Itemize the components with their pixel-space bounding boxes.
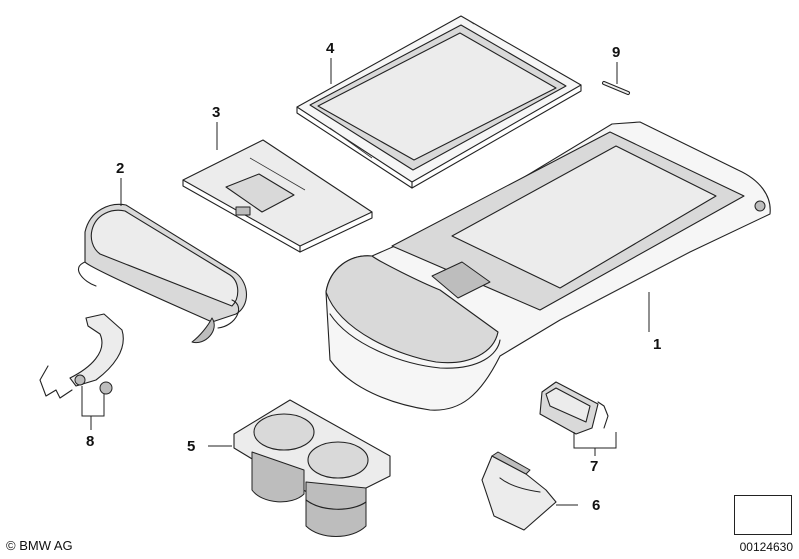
callout-5: 5	[187, 438, 196, 455]
callout-7: 7	[590, 458, 599, 475]
part-6-holder[interactable]	[481, 451, 557, 531]
part-8-hinge[interactable]	[39, 313, 124, 399]
leader-lines	[81, 58, 650, 506]
part-3-lid[interactable]	[182, 139, 373, 253]
part-4-frame[interactable]	[296, 15, 582, 189]
callout-3: 3	[212, 104, 221, 121]
callout-1: 1	[653, 336, 662, 353]
diagram-number: 00124630	[739, 540, 793, 554]
part-1-console[interactable]	[325, 121, 771, 411]
callout-4: 4	[326, 40, 335, 57]
part-7-clip[interactable]	[539, 381, 609, 435]
part-2-cushion[interactable]	[78, 203, 248, 344]
callout-2: 2	[116, 160, 125, 177]
copyright-text: © BMW AG	[6, 538, 73, 553]
navigation-box[interactable]	[734, 495, 792, 535]
part-9-pin[interactable]	[602, 81, 630, 95]
callout-8: 8	[86, 433, 95, 450]
callout-9: 9	[612, 44, 621, 61]
part-5-cupholder[interactable]	[233, 399, 391, 537]
callout-6: 6	[592, 497, 601, 514]
copyright: © BMW AG	[6, 538, 73, 553]
